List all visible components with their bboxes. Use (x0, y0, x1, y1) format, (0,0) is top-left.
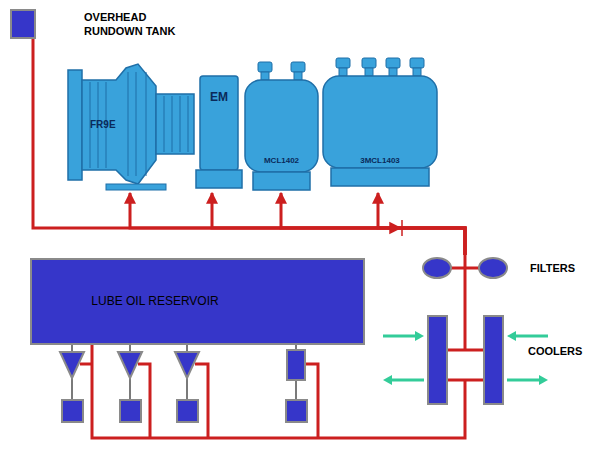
node-label: 3MCL1403 (321, 156, 439, 166)
cooler-pair-shape (380, 312, 590, 408)
gas-turbine-shape (66, 58, 196, 192)
oil-pipe (212, 193, 465, 255)
oil-reservoir: LUBE OIL RESERVOIR (30, 258, 365, 345)
compressor-shape (243, 62, 322, 192)
electric-motor: EM (196, 72, 244, 192)
oil-pipe (130, 193, 465, 255)
node-label: COOLERS (528, 344, 582, 358)
cooler-pair: COOLERS (380, 312, 590, 408)
compressor: 3MCL1403 (321, 58, 441, 192)
node-label: MCL1402 (243, 156, 320, 166)
compressor-shape (321, 58, 441, 192)
oil-pipe (33, 38, 465, 255)
oil-pipe (92, 345, 465, 438)
gas-turbine: FR9E (66, 58, 196, 192)
oil-pipe (281, 193, 465, 255)
rundown-tank: OVERHEAD RUNDOWN TANK (10, 8, 182, 42)
node-label: LUBE OIL RESERVOIR (30, 294, 280, 310)
node-label: FILTERS (530, 261, 575, 275)
oil-pipe (464, 282, 467, 312)
node-label: OVERHEAD RUNDOWN TANK (84, 10, 180, 39)
oil-pipe (378, 193, 465, 255)
node-label: FR9E (90, 118, 116, 131)
compressor: MCL1402 (243, 62, 322, 192)
node-label: EM (196, 90, 242, 106)
filter-pair: FILTERS (418, 255, 588, 282)
